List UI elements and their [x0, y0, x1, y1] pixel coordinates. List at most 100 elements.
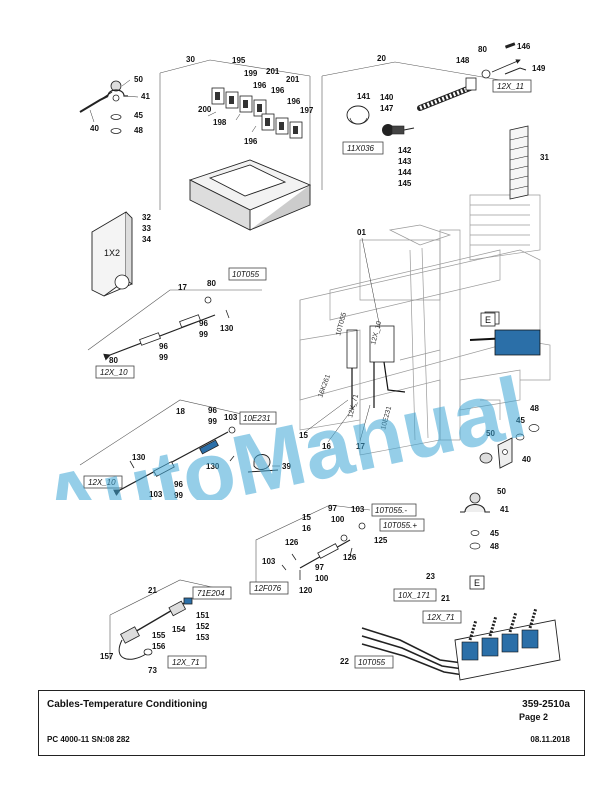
- label-30: 30: [186, 55, 195, 64]
- label-15-b: 15: [302, 513, 311, 522]
- label-200: 200: [198, 105, 212, 114]
- label-156: 156: [152, 642, 166, 651]
- label-197: 197: [300, 106, 314, 115]
- label-45-c: 45: [490, 529, 499, 538]
- svg-text:E: E: [485, 315, 491, 325]
- label-part-16k261: 16K261: [317, 374, 332, 399]
- label-130-b: 130: [132, 453, 146, 462]
- svg-text:12X_11: 12X_11: [497, 82, 524, 91]
- cable-17-assembly: [87, 289, 262, 361]
- label-34: 34: [142, 235, 151, 244]
- conn-10t055-a: 10T055: [228, 267, 267, 281]
- label-196-c: 196: [287, 97, 301, 106]
- svg-text:11X036: 11X036: [347, 144, 375, 153]
- clamp-assembly-right: [460, 492, 490, 550]
- label-40-b: 40: [522, 455, 531, 464]
- svg-text:12X_10: 12X_10: [100, 368, 128, 377]
- conn-10e231: 10E231: [239, 411, 277, 425]
- page-number: Page 2: [518, 712, 548, 722]
- label-199: 199: [244, 69, 258, 78]
- label-99-c: 99: [208, 417, 217, 426]
- label-100-b: 100: [315, 574, 329, 583]
- label-152: 152: [196, 622, 210, 631]
- label-45-b: 45: [516, 416, 525, 425]
- label-154: 154: [172, 625, 186, 634]
- connector-assembly-top-right: [321, 42, 527, 190]
- label-97-b: 97: [315, 563, 324, 572]
- label-130-a: 130: [220, 324, 234, 333]
- cable-comb-31: [509, 125, 529, 200]
- label-99-a: 99: [199, 330, 208, 339]
- label-20: 20: [377, 54, 386, 63]
- title-block: Cables-Temperature Conditioning 359-2510…: [38, 690, 585, 756]
- cable-15-16-assembly: [255, 504, 371, 590]
- conn-12x71-b: 12X_71: [422, 610, 462, 624]
- label-126-a: 126: [285, 538, 299, 547]
- relay-box-assembly: [159, 59, 312, 231]
- svg-text:10T055: 10T055: [358, 658, 386, 667]
- svg-text:12F076: 12F076: [254, 584, 282, 593]
- label-15-a: 15: [299, 431, 308, 440]
- label-40: 40: [90, 124, 99, 133]
- label-80-b: 80: [207, 279, 216, 288]
- label-16-b: 16: [302, 524, 311, 533]
- label-99-b: 99: [159, 353, 168, 362]
- document-title: Cables-Temperature Conditioning: [47, 699, 208, 710]
- label-97-a: 97: [328, 504, 337, 513]
- svg-text:1X2: 1X2: [104, 248, 120, 258]
- label-41-b: 41: [500, 505, 509, 514]
- label-144: 144: [398, 168, 412, 177]
- label-50-b: 50: [486, 429, 495, 438]
- label-16-a: 16: [322, 442, 331, 451]
- label-140: 140: [380, 93, 394, 102]
- label-45: 45: [134, 111, 143, 120]
- label-145: 145: [398, 179, 412, 188]
- label-201-b: 201: [286, 75, 300, 84]
- label-50: 50: [134, 75, 143, 84]
- svg-text:12X_71: 12X_71: [427, 613, 455, 622]
- label-100-a: 100: [331, 515, 345, 524]
- label-103-d: 103: [262, 557, 276, 566]
- label-125: 125: [374, 536, 388, 545]
- label-48-b: 48: [530, 404, 539, 413]
- label-part-12x71: 12X_71: [347, 393, 360, 418]
- conn-10t055-plus: 10T055.+: [379, 518, 425, 532]
- label-32: 32: [142, 213, 151, 222]
- label-31: 31: [540, 153, 549, 162]
- label-part-12x10: 12X_10: [370, 320, 383, 345]
- label-50-c: 50: [497, 487, 506, 496]
- detail-e-harness: [361, 607, 561, 681]
- label-195: 195: [232, 56, 246, 65]
- machine-frame-drawing: [299, 194, 551, 456]
- document-code: 359-2510a: [522, 699, 570, 710]
- label-103-b: 103: [149, 490, 163, 499]
- label-153: 153: [196, 633, 210, 642]
- housing-1x2: 1X2: [91, 211, 133, 297]
- label-17-a: 17: [178, 283, 187, 292]
- label-141: 141: [357, 92, 371, 101]
- bracket-assembly-right: [479, 424, 540, 469]
- label-48-c: 48: [490, 542, 499, 551]
- label-80-c: 80: [109, 356, 118, 365]
- label-147: 147: [380, 104, 394, 113]
- conn-10t055-d: 10T055: [354, 655, 394, 669]
- label-126-b: 126: [343, 553, 357, 562]
- conn-12x10-a: 12X_10: [95, 365, 135, 379]
- label-143: 143: [398, 157, 412, 166]
- label-96-b: 96: [159, 342, 168, 351]
- label-201-a: 201: [266, 67, 280, 76]
- label-196-d: 196: [244, 137, 258, 146]
- label-22: 22: [340, 657, 349, 666]
- svg-text:71E204: 71E204: [197, 589, 225, 598]
- document-date: 08.11.2018: [530, 735, 570, 744]
- conn-12x10-b: 12X_10: [83, 475, 123, 489]
- svg-text:10X_171: 10X_171: [398, 591, 430, 600]
- svg-text:E: E: [474, 578, 480, 588]
- label-39: 39: [282, 462, 291, 471]
- label-33: 33: [142, 224, 151, 233]
- label-box-e-1: E: [480, 312, 496, 327]
- label-18: 18: [176, 407, 185, 416]
- cable-18-assembly: [79, 399, 269, 497]
- label-96-a: 96: [199, 319, 208, 328]
- svg-text:10E231: 10E231: [243, 414, 271, 423]
